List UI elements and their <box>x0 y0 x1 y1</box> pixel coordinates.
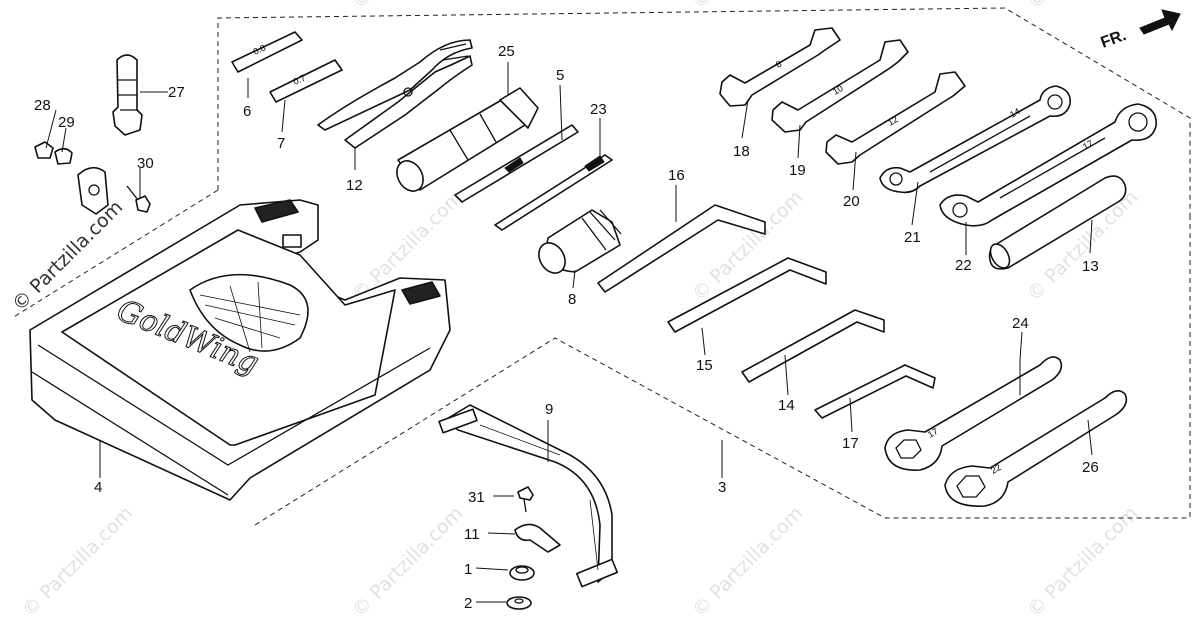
ring-wrench-21 <box>879 85 1072 194</box>
front-label: FR. <box>1099 27 1129 52</box>
wrench-20-marking: 12 <box>886 114 900 128</box>
wrench-19-marking: 10 <box>831 83 845 97</box>
callout-7: 7 <box>277 135 285 152</box>
callout-23: 23 <box>590 101 607 118</box>
callout-3: 3 <box>718 479 726 496</box>
tool-case: GoldWing <box>29 199 451 501</box>
leader-lines <box>45 62 1093 603</box>
wrench-20 <box>825 71 966 165</box>
watermark: © Partzilla.com <box>348 0 467 14</box>
hex-key-15 <box>667 257 827 333</box>
callout-27: 27 <box>168 84 185 101</box>
callout-14: 14 <box>778 397 795 414</box>
callout-12: 12 <box>346 177 363 194</box>
spark-plug-socket <box>396 87 539 192</box>
callout-labels: 6 7 12 25 5 23 8 16 15 14 17 18 19 20 21… <box>34 43 1099 612</box>
bracket-plate <box>77 166 109 215</box>
bolt-31 <box>517 486 534 501</box>
callout-15: 15 <box>696 357 713 374</box>
wing-emblem-icon <box>189 273 309 352</box>
callout-28: 28 <box>34 97 51 114</box>
gauge-6-marking: 0.8 <box>252 42 268 56</box>
callout-30: 30 <box>137 155 154 172</box>
pliers <box>317 39 473 149</box>
callout-5: 5 <box>556 67 564 84</box>
screw-30 <box>135 195 151 213</box>
callout-25: 25 <box>498 43 515 60</box>
wrench-18-marking: 8 <box>774 59 783 70</box>
box-wrench-24 <box>884 356 1063 471</box>
feeler-gauge-6 <box>231 31 303 73</box>
watermark: © Partzilla.com <box>18 502 137 621</box>
cap-29 <box>54 147 73 165</box>
gauges: 0.8 0.7 <box>231 31 343 103</box>
callout-13: 13 <box>1082 258 1099 275</box>
watermark: © Partzilla.com <box>348 502 467 621</box>
watermark: © Partzilla.com <box>688 502 807 621</box>
watermark: © Partzilla.com <box>1023 502 1142 621</box>
callout-31: 31 <box>468 489 485 506</box>
callout-24: 24 <box>1012 315 1029 332</box>
front-direction-indicator: FR. <box>1099 9 1181 52</box>
wrench-19 <box>771 39 909 133</box>
callout-19: 19 <box>789 162 806 179</box>
assembly-frame <box>11 7 1191 526</box>
callout-1: 1 <box>464 561 472 578</box>
callout-29: 29 <box>58 114 75 131</box>
arrow-icon <box>1139 9 1181 35</box>
strap-hardware <box>506 486 561 610</box>
small-parts-left <box>34 54 151 215</box>
callout-8: 8 <box>568 291 576 308</box>
screwdrivers <box>454 124 622 274</box>
bracket-11 <box>514 523 561 553</box>
wrench-22-marking: 17 <box>1081 138 1095 152</box>
hex-key-14 <box>741 309 885 383</box>
open-end-wrenches: 8 10 12 <box>719 27 966 165</box>
extension-tube <box>988 175 1127 270</box>
callout-22: 22 <box>955 257 972 274</box>
box-wrench-26 <box>944 390 1128 507</box>
callout-20: 20 <box>843 193 860 210</box>
callout-18: 18 <box>733 143 750 160</box>
wrench-24-marking: 17 <box>926 426 940 440</box>
hex-keys <box>597 204 936 419</box>
wrench-26-marking: 22 <box>989 462 1003 476</box>
callout-6: 6 <box>243 103 251 120</box>
feeler-gauge-7 <box>269 59 343 103</box>
callout-17: 17 <box>842 435 859 452</box>
ring-wrenches: 14 17 <box>879 85 1157 227</box>
callout-21: 21 <box>904 229 921 246</box>
callout-26: 26 <box>1082 459 1099 476</box>
callout-2: 2 <box>464 595 472 612</box>
gauge-7-marking: 0.7 <box>292 72 308 86</box>
hex-key-16 <box>597 204 766 293</box>
wrench-18 <box>719 27 841 107</box>
tool-case-strap <box>438 404 619 588</box>
callout-4: 4 <box>94 479 102 496</box>
nut-28 <box>34 141 54 159</box>
screwdriver-23 <box>494 154 613 231</box>
callout-16: 16 <box>668 167 685 184</box>
callout-11: 11 <box>464 526 480 543</box>
callout-9: 9 <box>545 401 553 418</box>
box-wrenches: 17 22 <box>884 356 1128 507</box>
watermark: © Partzilla.com <box>1023 0 1142 14</box>
hex-key-17 <box>814 364 936 419</box>
wrench-21-marking: 14 <box>1008 106 1022 120</box>
